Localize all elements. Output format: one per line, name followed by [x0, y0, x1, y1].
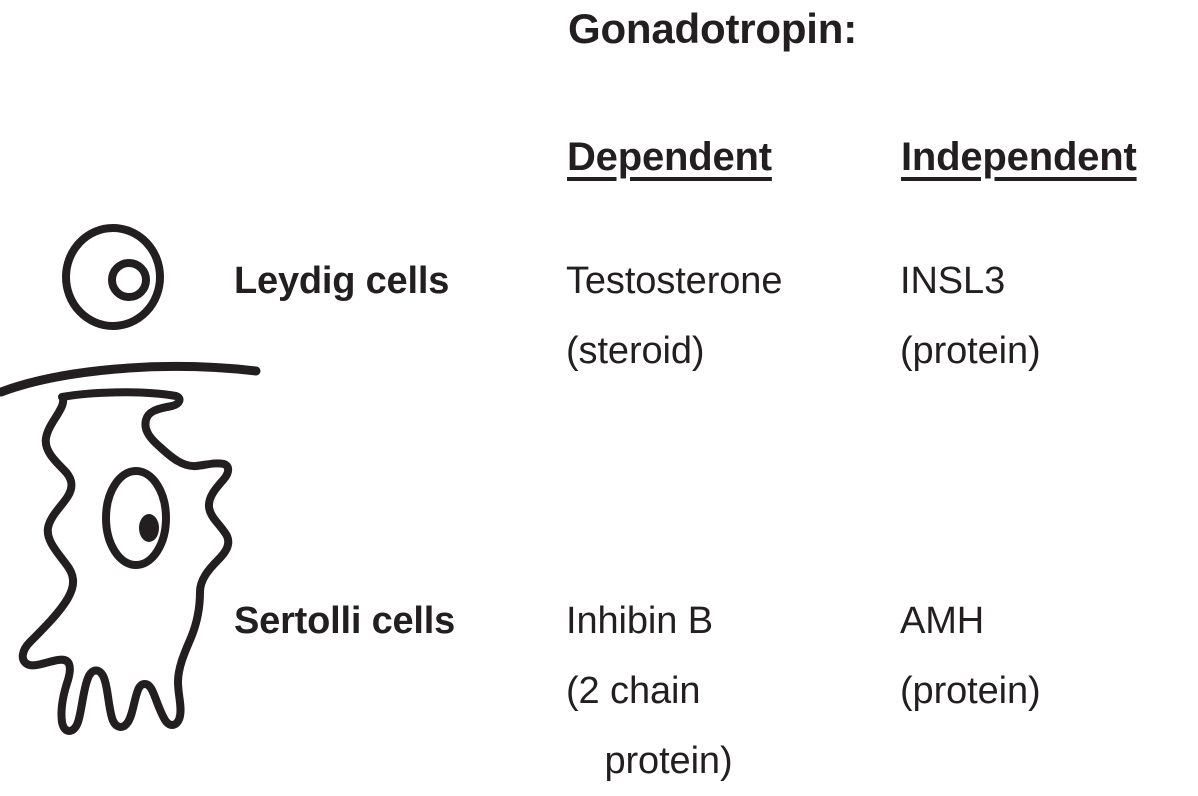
- cell-sertolli-independent-line2: (protein): [900, 670, 1041, 712]
- cell-sertolli-dependent-line1: Inhibin B: [566, 600, 713, 642]
- row-label-leydig: Leydig cells: [234, 260, 450, 302]
- cell-sertolli-dependent-line3: protein): [594, 740, 733, 782]
- sertoli-cell-icon: [18, 388, 233, 735]
- cell-leydig-independent-line1: INSL3: [900, 260, 1006, 302]
- cell-leydig-independent-line2: (protein): [900, 330, 1041, 372]
- sertoli-nucleolus-icon: [139, 514, 159, 542]
- basement-membrane-icon: [0, 362, 261, 397]
- row-label-sertolli: Sertolli cells: [234, 600, 456, 642]
- cell-sertolli-independent-line1: AMH: [900, 600, 985, 642]
- column-header-dependent: Dependent: [567, 135, 772, 179]
- column-header-independent: Independent: [901, 135, 1137, 179]
- sertoli-nucleus-icon: [102, 467, 170, 569]
- leydig-nucleus-icon: [108, 259, 150, 301]
- cell-leydig-dependent-line1: Testosterone: [566, 260, 783, 302]
- cell-leydig-dependent-line2: (steroid): [566, 330, 705, 372]
- cell-illustration: [0, 224, 261, 735]
- cell-sertolli-dependent-line2: (2 chain: [566, 670, 701, 712]
- leydig-cell-icon: [62, 224, 164, 330]
- page-title: Gonadotropin:: [568, 5, 858, 52]
